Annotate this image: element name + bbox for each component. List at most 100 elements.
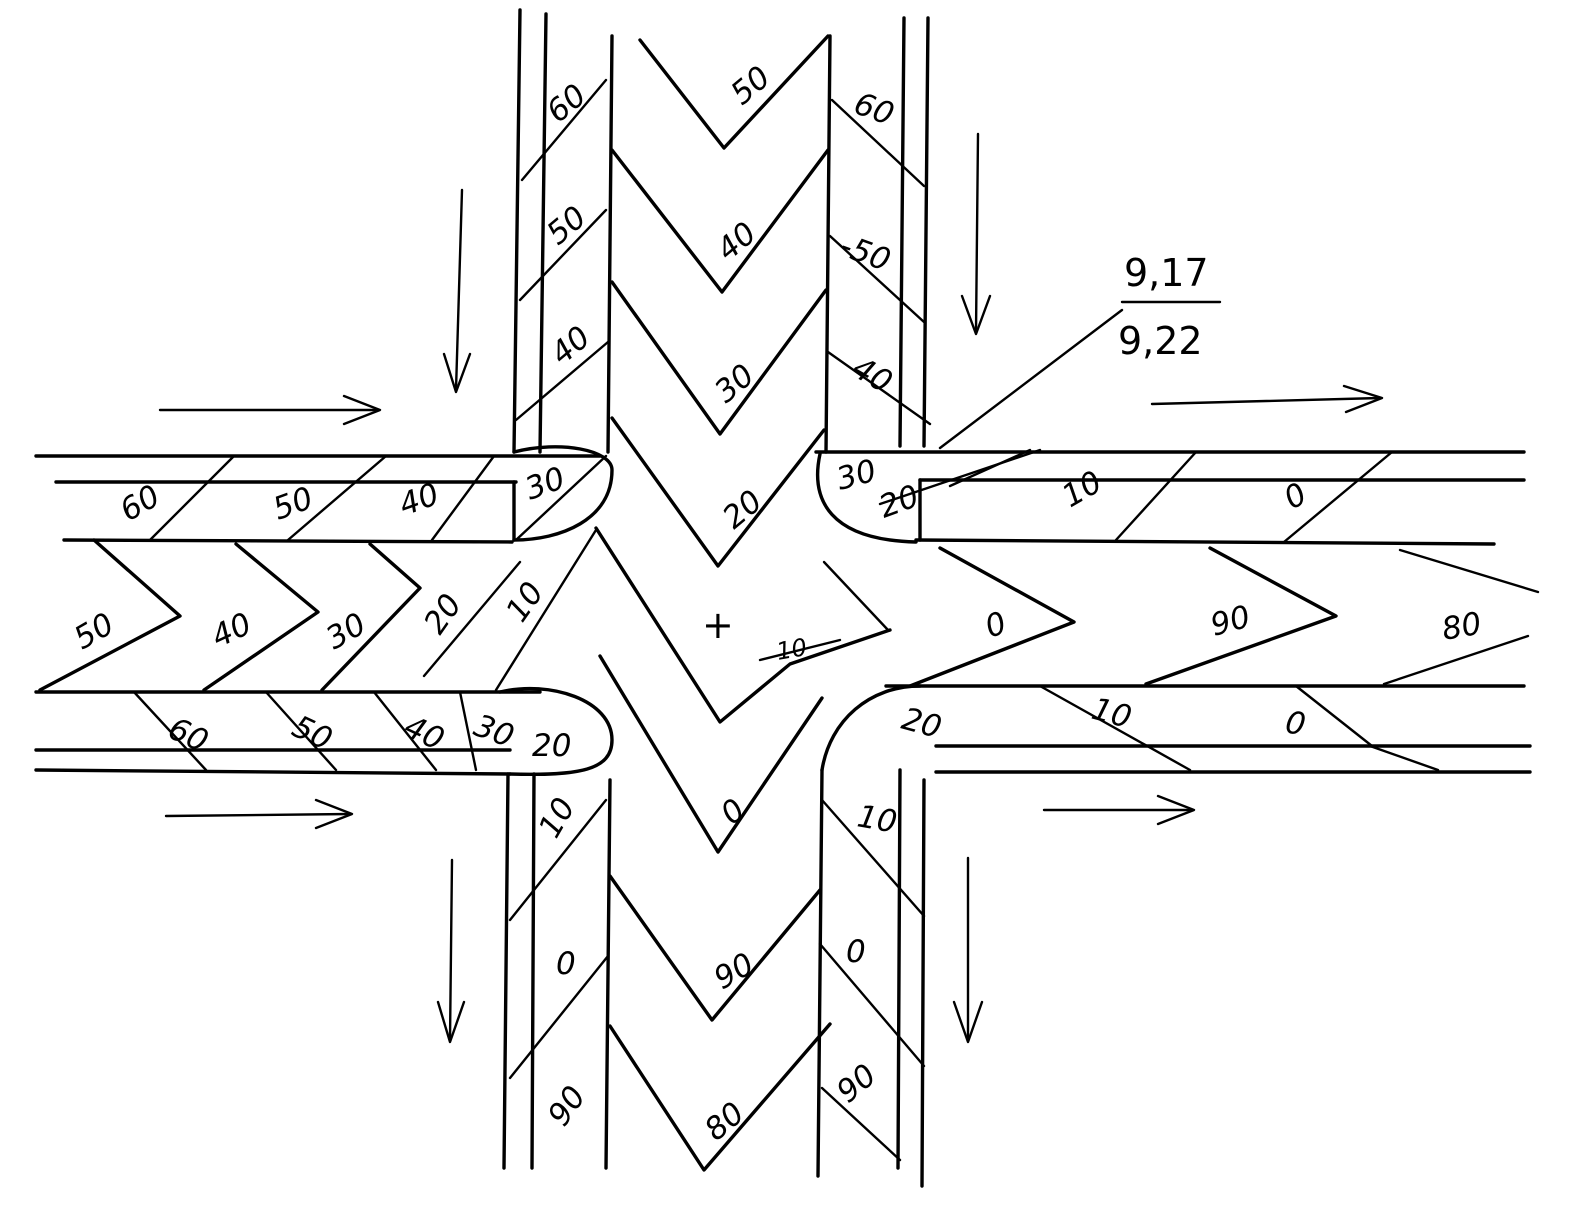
northwest-corner-curb: [512, 445, 614, 542]
south-left-sidewalk-hatch: [508, 954, 610, 1080]
south-center-label: 80: [698, 1095, 751, 1148]
north-curb-left-edge: [538, 12, 548, 454]
south-left-sidewalk-label: 90: [541, 1080, 593, 1133]
south-outer-right-edge: [920, 778, 926, 1188]
south-curb-right-edge: [896, 768, 902, 1170]
south-left-sidewalk-hatch: [508, 798, 608, 922]
west-upper-sidewalk-hatch: [430, 454, 496, 542]
north-road-right-edge: [824, 34, 832, 454]
arrow-right-icon: [1150, 384, 1384, 414]
south-right-sidewalk-label: 0: [846, 934, 866, 970]
north-center-label: 50: [724, 59, 777, 112]
intersection-center: + 10: [594, 526, 892, 724]
north-right-sidewalk-hatch: [826, 350, 932, 426]
east-lower-sidewalk-hatch: [1294, 684, 1374, 748]
west-center-contour: [202, 542, 320, 692]
north-left-sidewalk-hatch: [518, 208, 608, 302]
south-right-sidewalk-hatch: [820, 1086, 902, 1162]
east-upper-sidewalk-label: 20: [874, 478, 923, 525]
arrow-right-icon: [158, 394, 382, 426]
north-curb-right-edge: [898, 16, 906, 448]
north-center-label: 30: [708, 357, 761, 410]
west-upper-sidewalk-hatch: [514, 454, 608, 542]
east-upper-sidewalk-hatch: [878, 448, 1042, 506]
west-center-label: 10: [499, 576, 551, 629]
southwest-corner-curb: [498, 686, 614, 777]
west-upper-sidewalk-label: 60: [114, 478, 166, 529]
arrow-down-icon: [960, 132, 992, 336]
elevation-note-top-value: 9,17: [1124, 251, 1209, 295]
west-center-contour: [494, 528, 598, 692]
east-upper-sidewalk-label: 0: [1278, 476, 1313, 517]
north-center-contour: [610, 280, 828, 436]
west-center-label: 30: [320, 606, 372, 657]
west-upper-sidewalk-hatch: [148, 454, 236, 542]
north-outer-left-edge: [512, 8, 522, 454]
north-left-sidewalk-label: 40: [544, 319, 597, 372]
elevation-note-leader-line: [938, 308, 1124, 450]
west-center-label: 50: [68, 606, 120, 657]
west-lower-sidewalk-hatch: [264, 690, 338, 772]
arrow-down-icon: [436, 858, 466, 1044]
arrow-right-icon: [1042, 794, 1196, 826]
south-right-sidewalk-hatch: [820, 798, 926, 918]
southeast-corner-curb: [820, 684, 922, 772]
east-upper-sidewalk-hatch: [1282, 450, 1394, 544]
north-left-sidewalk-hatch: [514, 340, 610, 422]
flow-arrows: [158, 132, 1384, 1044]
south-center-label: 90: [708, 946, 760, 997]
north-right-sidewalk-label: 40: [846, 350, 898, 401]
arrow-down-icon: [442, 188, 472, 394]
east-center-contour: [908, 546, 1076, 688]
east-lower-sidewalk-label: 10: [1088, 691, 1135, 736]
north-left-sidewalk-label: 50: [540, 199, 593, 252]
east-center-contour: [1398, 548, 1540, 594]
north-center-contour: [610, 148, 830, 294]
north-right-sidewalk-label: -50: [835, 228, 895, 279]
west-center-label: 40: [206, 606, 257, 655]
south-road-right-edge: [816, 768, 824, 1178]
north-center-label: 20: [716, 483, 769, 536]
west-lower-sidewalk-hatch: [132, 690, 208, 772]
east-center-label: 80: [1439, 606, 1484, 648]
east-center-label: 0: [980, 605, 1011, 646]
north-right-sidewalk-hatch: [828, 234, 926, 324]
east-lower-sidewalk-hatch: [1038, 684, 1192, 772]
north-right-sidewalk-label: 60: [849, 86, 898, 133]
east-center-contour: [1382, 634, 1530, 686]
north-left-sidewalk-hatch: [520, 78, 608, 182]
arrow-down-icon: [952, 856, 984, 1044]
intersection-center-symbol: +: [702, 603, 734, 647]
west-center-contour: [38, 538, 182, 692]
east-upper-sidewalk-label: 10: [1056, 464, 1108, 515]
elevation-note: 9,17 9,22: [938, 251, 1222, 450]
east-lower-sidewalk-hatch: [1368, 744, 1440, 772]
south-road-left-edge: [604, 778, 612, 1170]
east-center-label: 90: [1207, 599, 1254, 644]
arrow-right-icon: [164, 798, 354, 830]
south-curb-left-edge: [530, 772, 536, 1170]
south-left-sidewalk-label: 0: [556, 946, 576, 982]
north-center-contour: [610, 416, 826, 568]
west-center-contour: [320, 542, 422, 692]
east-lower-sidewalk-label: 20: [898, 701, 945, 746]
center-contour-ring: [594, 526, 892, 724]
south-right-sidewalk-hatch: [818, 942, 926, 1068]
north-center-label: 40: [710, 215, 763, 268]
south-outer-left-edge: [502, 772, 510, 1170]
east-lower-sidewalk-label: 0: [1283, 704, 1309, 743]
center-contour-ring: [822, 560, 890, 632]
west-upper-sidewalk-hatch: [286, 454, 388, 542]
east-upper-sidewalk-label: 30: [833, 453, 880, 498]
north-center-contour: [638, 34, 830, 150]
north-left-sidewalk-label: 60: [540, 77, 593, 130]
west-arm: 50 40 30 20 10 60 50 40 30 60 50 40 30 2…: [34, 445, 614, 777]
south-left-sidewalk-label: 10: [532, 792, 583, 844]
center-contour-ring: [758, 638, 842, 662]
intersection-center-label: 10: [774, 633, 809, 666]
north-outer-right-edge: [922, 16, 930, 448]
north-right-sidewalk-hatch: [830, 98, 926, 188]
west-outer-bottom-edge: [34, 768, 512, 776]
east-center-contour: [1144, 546, 1338, 686]
